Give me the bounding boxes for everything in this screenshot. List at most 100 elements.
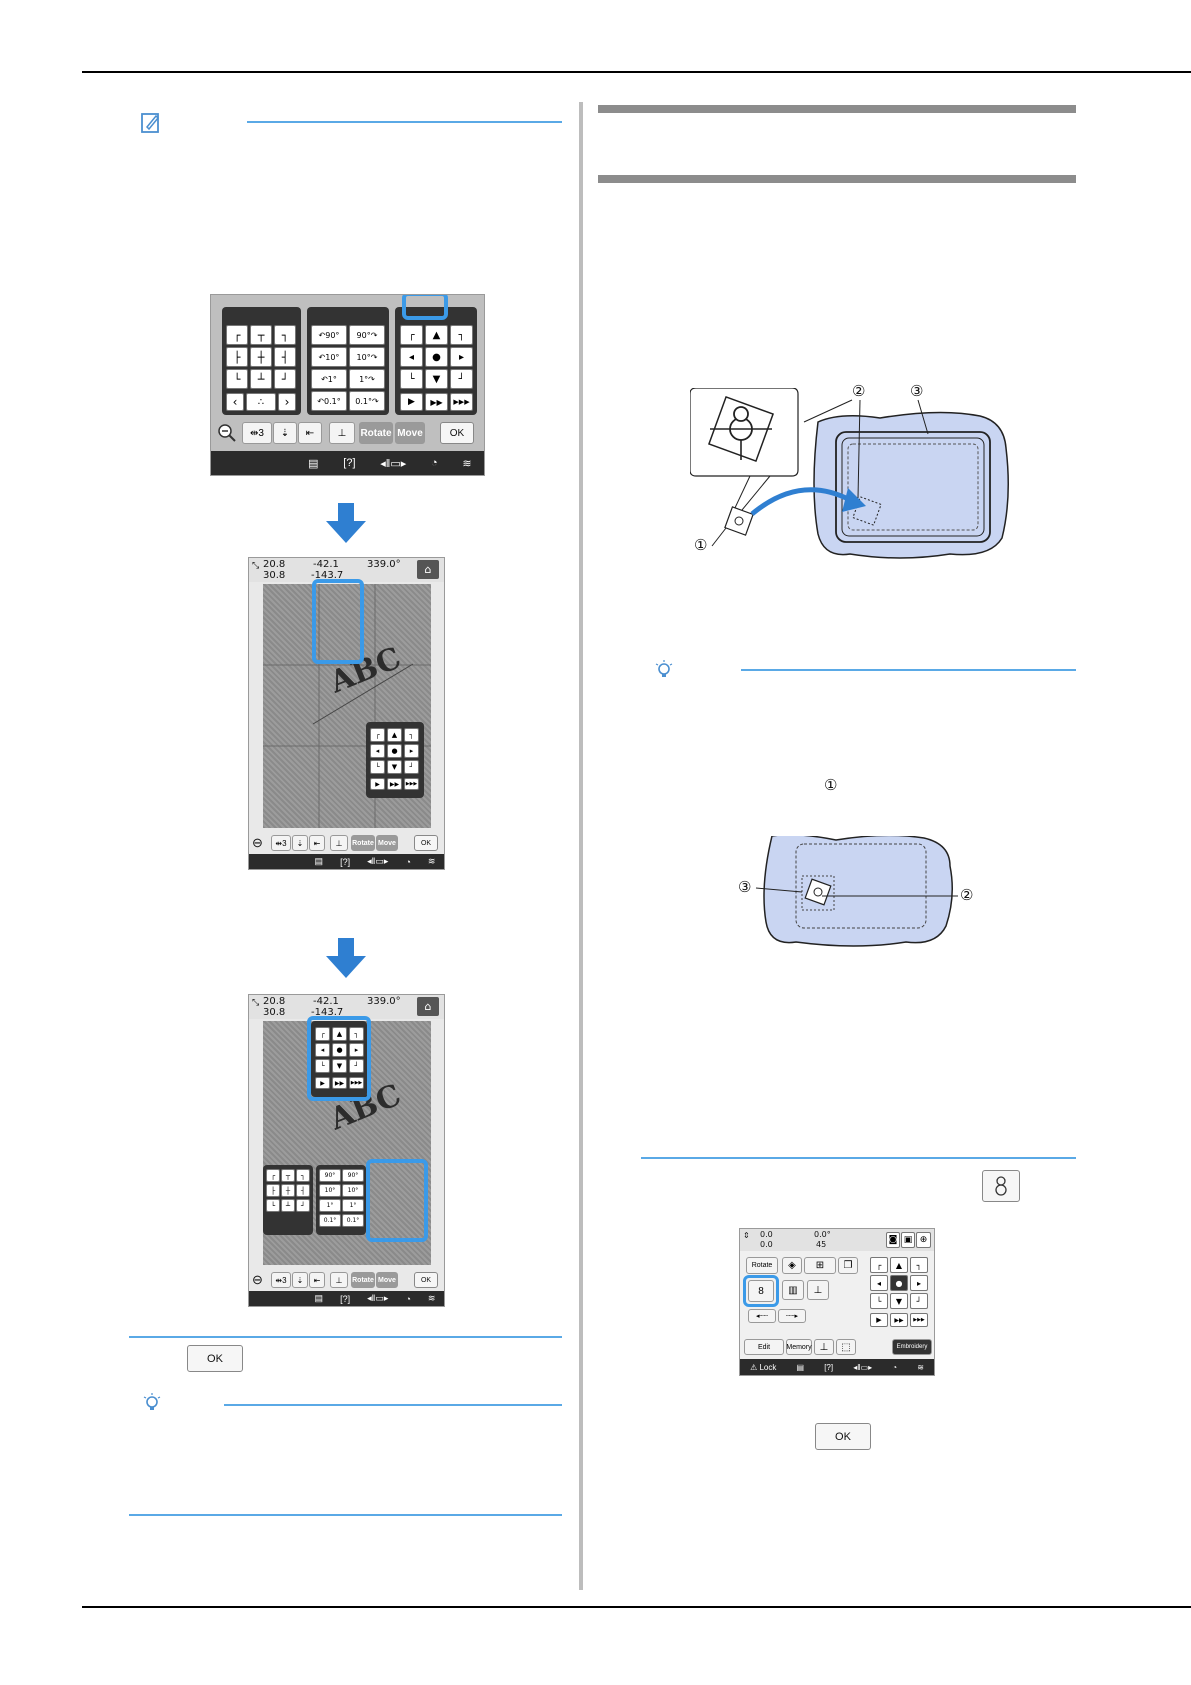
rotate-key-button[interactable]: 1° [319, 1199, 341, 1212]
move-key-button[interactable]: ┘ [404, 760, 419, 774]
align-key-icon[interactable]: ┐ [296, 1169, 310, 1182]
play-button[interactable]: ▶ [870, 1313, 888, 1327]
move-key-button[interactable]: ▼ [890, 1293, 908, 1309]
move-key-button[interactable]: ● [387, 744, 402, 758]
move-key-button[interactable]: ┘ [910, 1293, 928, 1309]
rotate-key-button[interactable]: 10° [319, 1184, 341, 1197]
rotate-key-button[interactable]: ↶10° [311, 347, 347, 367]
move-key-button[interactable]: └ [870, 1293, 888, 1309]
align-key-icon[interactable]: └ [226, 369, 248, 389]
move-key-button[interactable]: ▲ [332, 1027, 347, 1041]
layout-button[interactable]: ∴ [246, 393, 276, 411]
help-icon[interactable]: [?] [824, 1362, 834, 1372]
move-key-button[interactable]: ┐ [910, 1257, 928, 1273]
align-key-icon[interactable]: ┴ [281, 1199, 295, 1212]
align-button[interactable]: ⊞ [804, 1257, 836, 1274]
move-key-button[interactable]: ▸ [404, 744, 419, 758]
move-key-button[interactable]: ┌ [870, 1257, 888, 1273]
zoom-out-icon[interactable]: ⊖ [252, 835, 263, 850]
page-icon[interactable]: ▤ [314, 856, 324, 866]
page-icon[interactable]: ▤ [796, 1362, 805, 1372]
align-key-icon[interactable]: ┐ [274, 325, 296, 345]
scroll-right-button[interactable]: › [278, 393, 296, 411]
fast-button[interactable]: ▶▶ [890, 1313, 908, 1327]
play-button[interactable]: ▶ [400, 393, 423, 411]
lock-button[interactable]: ⚠ Lock [750, 1363, 776, 1372]
prev-stitch-button[interactable]: ◂┄┄ [748, 1309, 776, 1323]
memory-button[interactable]: Memory [786, 1339, 812, 1355]
align-key-icon[interactable]: ┌ [266, 1169, 280, 1182]
needle-button[interactable]: ⇣ [273, 422, 297, 444]
fast-button[interactable]: ▶▶ [425, 393, 448, 411]
move-key-button[interactable]: ▼ [387, 760, 402, 774]
rotate-key-button[interactable]: 1° [342, 1199, 364, 1212]
mirror-count-button[interactable]: ⇹3 [242, 422, 272, 444]
move-key-button[interactable]: ┐ [404, 728, 419, 742]
rotate-key-button[interactable]: 0.1° [319, 1214, 341, 1227]
rotate-key-button[interactable]: 10°↷ [349, 347, 385, 367]
home-button[interactable]: ⌂ [417, 560, 439, 579]
align-key-icon[interactable]: ┘ [296, 1199, 310, 1212]
fast-button[interactable]: ▶▶ [332, 1077, 347, 1089]
align-key-icon[interactable]: ┤ [274, 347, 296, 367]
fast-button[interactable]: ▶▶ [387, 778, 402, 790]
clock-icon[interactable]: ◔ [405, 856, 411, 867]
align-key-icon[interactable]: ┴ [250, 369, 272, 389]
move-key-button[interactable]: ▼ [332, 1059, 347, 1073]
move-key-button[interactable]: ┐ [349, 1027, 364, 1041]
move-key-button[interactable]: ▲ [890, 1257, 908, 1273]
faster-button[interactable]: ▶▶▶ [450, 393, 473, 411]
copy-button[interactable]: ❐ [838, 1257, 858, 1274]
embroidery-button[interactable]: Embroidery [892, 1339, 932, 1355]
return-button[interactable]: ⇤ [298, 422, 322, 444]
rotate-key-button[interactable]: 0.1°↷ [349, 391, 385, 411]
faster-button[interactable]: ▶▶▶ [404, 778, 419, 790]
align-key-icon[interactable]: ┼ [250, 347, 272, 367]
move-key-button[interactable]: ◂ [370, 744, 385, 758]
align-key-icon[interactable]: └ [266, 1199, 280, 1212]
rotate-key-button[interactable]: 90° [319, 1169, 341, 1182]
density-button[interactable]: ▥ [782, 1280, 804, 1300]
zoom-out-icon[interactable]: ⊖ [252, 1272, 263, 1287]
move-key-button[interactable]: ▼ [425, 369, 448, 389]
rotate-button[interactable]: Rotate [359, 422, 393, 444]
ok-button[interactable]: OK [414, 835, 438, 851]
clock-icon[interactable]: ◔ [892, 1362, 898, 1372]
move-key-button[interactable]: ┌ [315, 1027, 330, 1041]
rotate-key-button[interactable]: ↶0.1° [311, 391, 347, 411]
move-button[interactable]: Move [395, 422, 425, 444]
rotate-key-button[interactable]: ↶90° [311, 325, 347, 345]
align-key-icon[interactable]: ├ [226, 347, 248, 367]
page-icon[interactable]: ▤ [308, 457, 319, 470]
rotate-button[interactable]: Rotate [351, 835, 375, 851]
move-key-button[interactable]: ◂ [870, 1275, 888, 1291]
needle-point-button[interactable]: ⊥ [330, 1272, 348, 1288]
move-button[interactable]: Move [376, 1272, 398, 1288]
inline-sticker-button[interactable] [982, 1170, 1020, 1202]
next-stitch-button[interactable]: ┄┄▸ [778, 1309, 806, 1323]
clock-icon[interactable]: ◔ [431, 457, 438, 469]
wifi-icon[interactable]: ≋ [917, 1362, 924, 1372]
align-key-icon[interactable]: ┬ [250, 325, 272, 345]
move-key-button[interactable]: └ [400, 369, 423, 389]
move-key-button[interactable]: ● [425, 347, 448, 367]
rotate-key-button[interactable]: 10° [342, 1184, 364, 1197]
mirror-count-button[interactable]: ⇹3 [271, 835, 291, 851]
align-key-icon[interactable]: ┤ [296, 1184, 310, 1197]
play-button[interactable]: ▶ [315, 1077, 330, 1089]
move-key-button[interactable]: ┘ [450, 369, 473, 389]
camera-button[interactable]: ◙ [886, 1232, 900, 1248]
move-key-button[interactable]: ┌ [400, 325, 423, 345]
move-key-button[interactable]: └ [370, 760, 385, 774]
move-key-button[interactable]: ▲ [425, 325, 448, 345]
home-button[interactable]: ⌂ [417, 997, 439, 1016]
align-key-icon[interactable]: ┘ [274, 369, 296, 389]
faster-button[interactable]: ▶▶▶ [910, 1313, 928, 1327]
zoom-out-icon[interactable] [216, 422, 238, 444]
move-key-button[interactable]: ◂ [315, 1043, 330, 1057]
scroll-left-button[interactable]: ‹ [226, 393, 244, 411]
rotate-button[interactable]: Rotate [746, 1257, 778, 1274]
move-key-button[interactable]: ┌ [370, 728, 385, 742]
move-key-button[interactable]: ┐ [450, 325, 473, 345]
trial-button[interactable]: ⬚ [836, 1339, 856, 1355]
